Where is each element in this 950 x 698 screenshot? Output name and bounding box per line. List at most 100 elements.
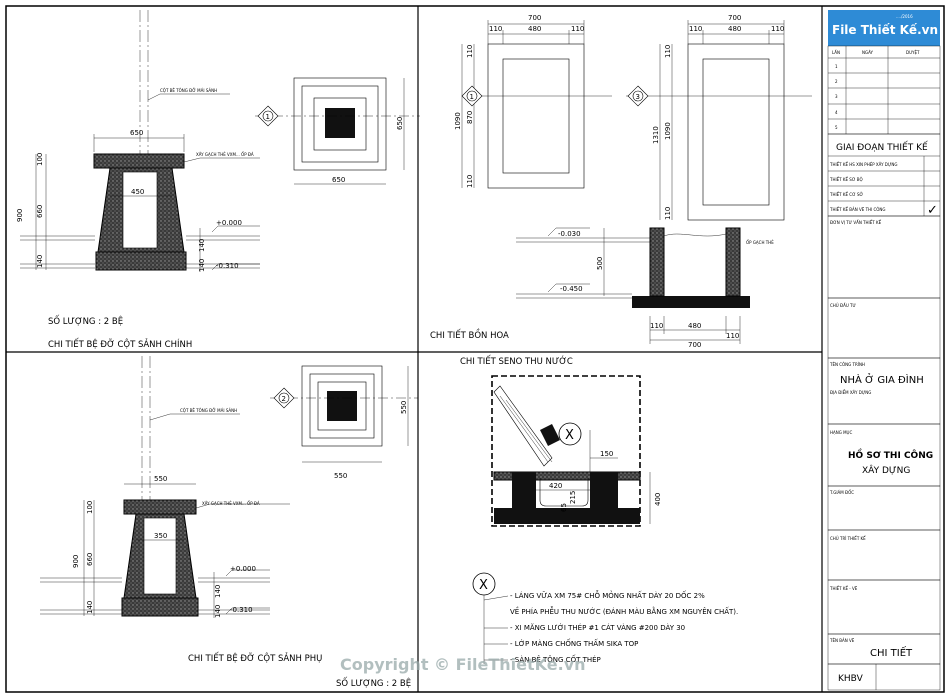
sheet-code: KHBV	[838, 674, 864, 684]
p3-dim-hb: 140	[214, 605, 222, 618]
p4-note-3: - LỚP MÀNG CHỐNG THẤM SIKA TOP	[510, 638, 638, 648]
p2a-h-inner: 870	[466, 111, 474, 124]
p2a-w-side2: 110	[571, 25, 584, 33]
p2-lvl-lower: -0.450	[560, 285, 583, 293]
p1-plan-w: 650	[332, 176, 345, 184]
base-cap	[93, 153, 185, 169]
p2-plan-a-outer	[487, 43, 585, 189]
p1-quantity: SỐ LƯỢNG : 2 BỆ	[48, 314, 123, 327]
sheet-label: TÊN BẢN VẼ	[829, 638, 855, 643]
p4-tag: X	[565, 428, 574, 443]
rev-r-3: 4	[835, 110, 838, 115]
rev-r-1: 2	[835, 79, 838, 84]
p1-dim-htop: 100	[36, 153, 44, 166]
p4-slab	[494, 508, 640, 524]
p3-dim-inner: 350	[154, 532, 167, 540]
p1-dim-hmid: 660	[36, 205, 44, 218]
p4-dim-ha: 215	[569, 491, 577, 504]
p2-lvl-upper: -0.030	[558, 230, 581, 238]
base-core	[122, 171, 158, 249]
p2-sec-w3: 110	[726, 332, 739, 340]
p3-plan-outer	[301, 365, 383, 447]
p2-sec-height: 500	[596, 257, 604, 270]
base-foot	[95, 251, 187, 271]
sheet-border	[5, 5, 945, 693]
p1-dim-inner: 450	[131, 188, 144, 196]
logo-text: File Thiết Kế.vn	[832, 23, 938, 37]
p2-sec-w2: 480	[688, 322, 701, 330]
p3-title: CHI TIẾT BỆ ĐỠ CỘT SẢNH PHỤ	[188, 652, 322, 664]
p2b-w-total: 700	[728, 14, 741, 22]
base2-foot	[121, 597, 199, 617]
p2b-h-side2: 110	[664, 207, 672, 220]
p3-dim-ha: 140	[214, 585, 222, 598]
category-label: HẠNG MỤC	[830, 430, 852, 435]
p2-sec-note: ỐP GẠCH THẺ	[746, 240, 774, 245]
p2b-w-inner: 480	[728, 25, 741, 33]
panel-secondary-column-base: CỘT BÊ TÔNG ĐỠ MÁI SẢNH XÂY GẠCH THẺ VXM…	[40, 356, 418, 689]
consultant-label: ĐƠN VỊ TƯ VẤN THIẾT KẾ	[830, 219, 882, 225]
title-block: File Thiết Kế.vn ..../2016 LẦN NGÀY DUYỆ…	[827, 10, 941, 691]
p2a-w-inner: 480	[528, 25, 541, 33]
p2b-w-side: 110	[689, 25, 702, 33]
p3-note-top: CỘT BÊ TÔNG ĐỠ MÁI SẢNH	[180, 408, 237, 413]
p2-title: CHI TIẾT BỒN HOA	[430, 328, 509, 341]
stage-1: THIẾT KẾ SƠ BỘ	[829, 176, 863, 182]
p2-plan-b-outer	[687, 43, 785, 221]
owner-label: CHỦ ĐẦU TƯ	[830, 303, 856, 308]
p4-notes-tag: X	[479, 578, 488, 593]
p1-level-lower: -0.310	[216, 262, 239, 270]
p3-note-side: XÂY GẠCH THẺ VXM... ỐP ĐÁ	[202, 501, 260, 506]
p1-dim-total: 900	[16, 209, 24, 222]
p3-dim-hmid: 660	[86, 553, 94, 566]
p4-note-4: - SÀN BÊ TÔNG CỐT THÉP	[510, 654, 601, 664]
p4-title: CHI TIẾT SENO THU NƯỚC	[460, 355, 573, 367]
p3-quantity: SỐ LƯỢNG : 2 BỆ	[336, 676, 411, 689]
p3-plan-w: 550	[334, 472, 347, 480]
p2-sec-w1: 110	[650, 322, 663, 330]
p2a-w-side: 110	[489, 25, 502, 33]
p2-sec-wtotal: 700	[688, 341, 701, 349]
drafter-label: THIẾT KẾ - VẼ	[829, 585, 858, 591]
panel-main-column-base: CỘT BÊ TÔNG ĐỠ MÁI SẢNH XÂY GẠCH THẺ VXM…	[16, 10, 420, 350]
p1-plan-tag: 1	[266, 113, 270, 121]
p4-dim-htotal: 400	[654, 493, 662, 506]
p1-plan-column	[325, 108, 355, 138]
p2b-h-side: 110	[664, 45, 672, 58]
p3-dim-total: 900	[72, 555, 80, 568]
p2a-h-side: 110	[466, 45, 474, 58]
p4-note-0: - LÁNG VỮA XM 75# CHỖ MỎNG NHẤT DÀY 20 D…	[510, 590, 705, 600]
p1-dim-hbot: 140	[36, 255, 44, 268]
p1-level-upper: +0.000	[216, 219, 242, 227]
stage-3: THIẾT KẾ BẢN VẼ THI CÔNG	[829, 206, 886, 212]
p1-dim-top: 650	[130, 129, 143, 137]
p4-note-1: VỀ PHÍA PHỄU THU NƯỚC (ĐÁNH MÀU BẰNG XM …	[510, 606, 738, 616]
stage-0: THIẾT KẾ HS XIN PHÉP XÂY DỰNG	[829, 161, 897, 167]
p2b-tag: 3	[636, 93, 640, 101]
p2-section-slab	[632, 296, 750, 308]
panel-gutter-detail: CHI TIẾT SENO THU NƯỚC X 150 420 215 65 …	[460, 355, 738, 664]
p3-plan-h: 550	[400, 401, 408, 414]
p4-dim-wtop: 150	[600, 450, 613, 458]
p3-dim-top: 550	[154, 475, 167, 483]
logo-box	[828, 10, 940, 46]
p1-title: CHI TIẾT BỆ ĐỠ CỘT SẢNH CHÍNH	[48, 338, 192, 350]
rev-h-1: NGÀY	[862, 50, 874, 55]
header-small: ..../2016	[896, 14, 913, 19]
p1-plan-outer	[293, 77, 387, 171]
rev-r-0: 1	[835, 64, 838, 69]
p1-dim-ha: 140	[198, 239, 206, 252]
stage-check: ✓	[927, 203, 938, 218]
p2b-h-inner: 1090	[664, 122, 672, 140]
p1-plan-h: 650	[396, 117, 404, 130]
base2-cap	[123, 499, 197, 515]
category-name-1: HỒ SƠ THI CÔNG	[848, 448, 933, 461]
director-label: T.GIÁM ĐỐC	[829, 490, 854, 495]
panel-flower-bed: 700 110 480 110 1090 110 870 110 1 700 1…	[430, 14, 812, 349]
p4-note-2: - XI MĂNG LƯỚI THÉP #1 CÁT VÀNG #200 DÀY…	[510, 623, 685, 632]
stage-2: THIẾT KẾ CƠ SỞ	[829, 191, 864, 197]
lead-label: CHỦ TRÌ THIẾT KẾ	[830, 535, 866, 541]
p3-plan-column	[327, 391, 357, 421]
p4-dim-winner: 420	[549, 482, 562, 490]
